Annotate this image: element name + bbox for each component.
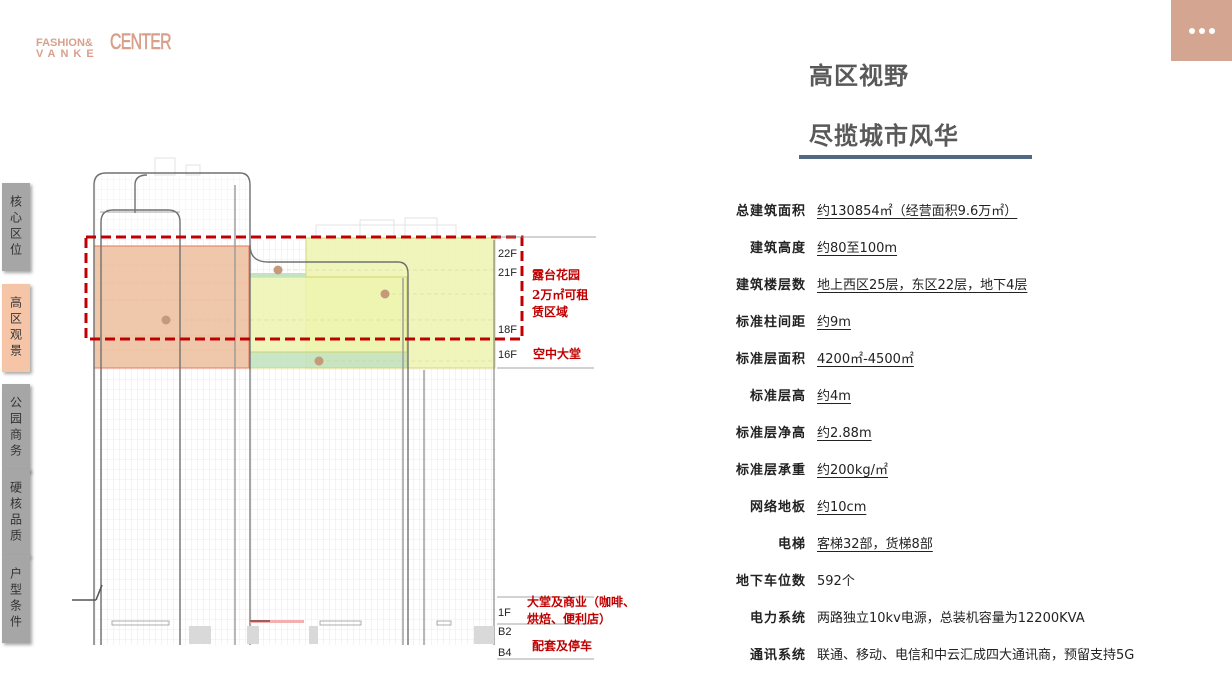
spec-label: 标准层高: [749, 389, 806, 404]
page-subtitle: 尽揽城市风华: [809, 122, 959, 150]
spec-value: 4200㎡-4500㎡: [817, 352, 914, 367]
spec-row: 标准层净高 约2.88m: [700, 422, 872, 444]
floor-label-18f: 18F: [498, 324, 517, 336]
marker-dot: [380, 289, 390, 299]
spec-label: 电力系统: [749, 611, 806, 626]
spec-row: 标准层承重 约200kg/㎡: [700, 459, 888, 481]
annotation-lobby-retail: 大堂及商业（咖啡、 烘焙、便利店）: [527, 594, 635, 628]
spec-row: 电力系统 两路独立10kv电源，总装机容量为12200KVA: [700, 607, 1085, 629]
sidebar-tab-core-location[interactable]: 核心区位: [2, 183, 30, 271]
floor-label-b4: B4: [498, 647, 512, 659]
more-menu-button[interactable]: [1171, 0, 1232, 61]
spec-value: 592个: [817, 574, 855, 589]
spec-row: 建筑楼层数 地上西区25层，东区22层，地下4层: [700, 274, 1027, 296]
sidebar-tab-high-view[interactable]: 高区观景: [2, 284, 30, 372]
spec-value: 约200kg/㎡: [817, 463, 888, 478]
spec-value: 两路独立10kv电源，总装机容量为12200KVA: [817, 611, 1085, 626]
logo-line-2: VANKE: [36, 48, 99, 60]
sidebar-tab-label: 公园商务: [8, 396, 23, 460]
building-section-diagram: [72, 157, 596, 660]
sky-lobby-zone: [249, 351, 408, 369]
sidebar-tab-label: 高区观景: [8, 296, 23, 360]
annotation-text: 赁区域: [532, 305, 569, 319]
spec-row: 通讯系统 联通、移动、电信和中云汇成四大通讯商，预留支持5G: [700, 644, 1134, 666]
spec-label: 通讯系统: [749, 648, 806, 663]
spec-value: 约80至100m: [817, 241, 898, 256]
annotation-text: 2万㎡可租: [532, 288, 589, 302]
sidebar-tab-label: 户型条件: [8, 567, 23, 631]
spec-row: 电梯 客梯32部，货梯8部: [700, 533, 933, 555]
sidebar-tab-quality[interactable]: 硬核品质: [2, 469, 30, 557]
spec-value: 地上西区25层，东区22层，地下4层: [817, 278, 1028, 293]
more-dots-icon: [1208, 27, 1215, 34]
spec-row: 网络地板 约10cm: [700, 496, 866, 518]
floor-label-1f: 1F: [498, 607, 511, 619]
spec-row: 标准层高 约4m: [700, 385, 851, 407]
sidebar-tab-label: 硬核品质: [8, 481, 23, 545]
marker-dot: [314, 356, 324, 366]
annotation-sky-lobby: 空中大堂: [533, 347, 582, 361]
spec-label: 地下车位数: [735, 574, 806, 589]
spec-label: 电梯: [777, 537, 806, 552]
spec-value: 约10cm: [817, 500, 867, 515]
page-title: 高区视野: [809, 62, 909, 90]
spec-row: 建筑高度 约80至100m: [700, 237, 897, 259]
spec-value: 约9m: [817, 315, 851, 330]
title-divider: [799, 155, 1032, 159]
spec-label: 网络地板: [749, 500, 806, 515]
marker-dot: [273, 265, 283, 275]
spec-row: 标准层面积 4200㎡-4500㎡: [700, 348, 914, 370]
terrace-highlight-box: [84, 235, 524, 341]
spec-value: 客梯32部，货梯8部: [817, 537, 933, 552]
spec-row: 地下车位数 592个: [700, 570, 855, 592]
annotation-parking: 配套及停车: [532, 639, 593, 653]
more-dots-icon: [1188, 27, 1195, 34]
sidebar-tab-park-business[interactable]: 公园商务: [2, 384, 30, 472]
spec-row: 总建筑面积 约130854㎡（经营面积9.6万㎡）: [700, 200, 1017, 222]
floor-label-b2: B2: [498, 626, 512, 638]
spec-label: 标准柱间距: [735, 315, 806, 330]
floor-label-16f: 16F: [498, 349, 517, 361]
sidebar-tab-floor-plan[interactable]: 户型条件: [2, 555, 30, 643]
annotation-text: 露台花园: [532, 268, 581, 282]
west-terrace-zone: [93, 245, 250, 369]
annotation-text: 烘焙、便利店）: [527, 612, 612, 626]
more-dots-icon: [1198, 27, 1205, 34]
annotation-terrace: 露台花园 2万㎡可租 赁区域: [532, 265, 588, 322]
spec-value: 约130854㎡（经营面积9.6万㎡）: [817, 204, 1018, 219]
spec-label: 建筑楼层数: [735, 278, 806, 293]
spec-label: 总建筑面积: [735, 204, 806, 219]
spec-label: 建筑高度: [749, 241, 806, 256]
spec-label: 标准层承重: [735, 463, 806, 478]
spec-row: 标准柱间距 约9m: [700, 311, 851, 333]
spec-value: 约2.88m: [817, 426, 872, 441]
spec-label: 标准层面积: [735, 352, 806, 367]
floor-label-22f: 22F: [498, 248, 517, 260]
brand-logo: FASHION& VANKE CENTER: [36, 30, 172, 60]
floor-label-21f: 21F: [498, 267, 517, 279]
logo-word: CENTER: [110, 29, 172, 54]
annotation-text: 大堂及商业（咖啡、: [527, 595, 636, 609]
logo-line-1: FASHION&: [36, 37, 93, 49]
sidebar-tab-label: 核心区位: [8, 195, 23, 259]
spec-label: 标准层净高: [735, 426, 806, 441]
spec-value: 联通、移动、电信和中云汇成四大通讯商，预留支持5G: [817, 648, 1135, 663]
spec-value: 约4m: [817, 389, 851, 404]
marker-dot: [161, 315, 171, 325]
